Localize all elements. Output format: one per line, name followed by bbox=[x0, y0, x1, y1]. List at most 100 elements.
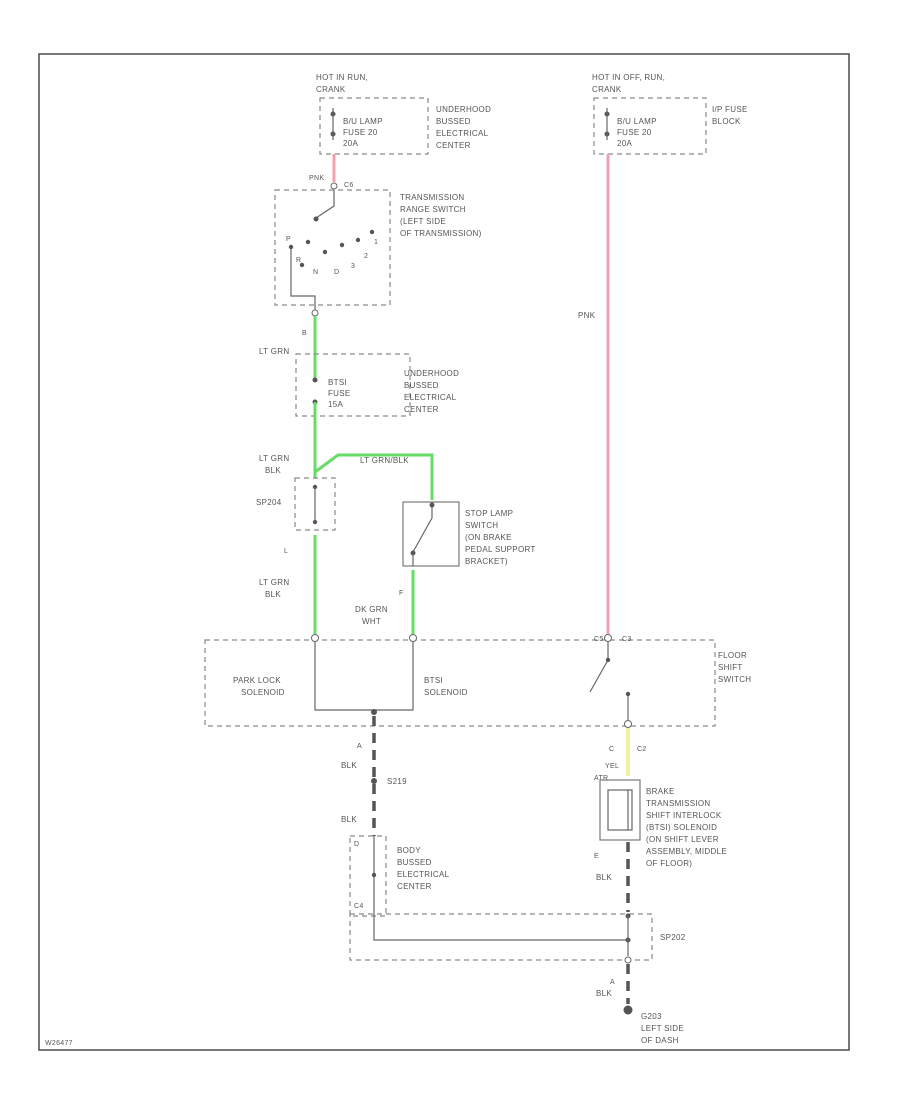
fuse-right-name: B/U LAMP bbox=[617, 117, 657, 126]
stop-lamp-label-5: BRACKET) bbox=[465, 557, 508, 566]
splice-sp202-wire bbox=[373, 912, 628, 941]
fuse-left-name2: FUSE 20 bbox=[343, 128, 378, 137]
btsi-fuse-loc-1: UNDERHOOD bbox=[404, 369, 459, 378]
stop-lamp-label-3: (ON BRAKE bbox=[465, 533, 512, 542]
pin-label-c3: C3 bbox=[622, 636, 632, 643]
interlock-label-7: OF FLOOR) bbox=[646, 859, 692, 868]
stop-lamp-contact bbox=[412, 507, 433, 553]
pin-label-f: F bbox=[399, 590, 404, 597]
pin-label-c-top: C6 bbox=[344, 182, 354, 189]
range-switch-wiper bbox=[315, 190, 335, 219]
wire-label-yel: YEL bbox=[605, 763, 619, 770]
diagram-frame bbox=[38, 53, 850, 1051]
wire-label-blk-4: BLK bbox=[596, 989, 612, 998]
wire-label-lt-grn-top: LT GRN/BLK bbox=[360, 456, 409, 465]
wire-label-lt-grn-1: LT GRN bbox=[259, 347, 289, 356]
floor-switch-terminal-top bbox=[604, 634, 612, 642]
pin-label-a: A bbox=[357, 743, 362, 750]
pin-label-e: E bbox=[594, 853, 599, 860]
park-lock-coil bbox=[314, 642, 414, 711]
wire-label-blk-1: BLK bbox=[341, 761, 357, 770]
floor-switch-label-3: SWITCH bbox=[718, 675, 751, 684]
fuse-right-amp: 20A bbox=[617, 139, 632, 148]
range-switch-label-2: RANGE SWITCH bbox=[400, 205, 466, 214]
pin-label-l: L bbox=[284, 548, 288, 555]
pin-label-c: C bbox=[609, 746, 614, 753]
btsi-fuse-loc-3: ELECTRICAL bbox=[404, 393, 457, 402]
range-switch-label-1: TRANSMISSION bbox=[400, 193, 465, 202]
park-lock-label-2: SOLENOID bbox=[241, 688, 285, 697]
ground-label-2: LEFT SIDE bbox=[641, 1024, 684, 1033]
btsi-fuse-name-2: FUSE bbox=[328, 389, 351, 398]
wire-green-branch bbox=[314, 453, 434, 500]
fuse-left-amp: 20A bbox=[343, 139, 358, 148]
splice-sp202-box bbox=[349, 913, 653, 961]
btsi-fuse-box bbox=[295, 353, 411, 417]
stop-lamp-label-2: SWITCH bbox=[465, 521, 498, 530]
park-lock-label-1: PARK LOCK bbox=[233, 676, 281, 685]
wire-label-dk-grn: DK GRN bbox=[355, 605, 388, 614]
floor-switch-open-contact bbox=[625, 691, 631, 697]
btsi-solenoid-label-1: BTSI bbox=[424, 676, 443, 685]
body-center-box bbox=[349, 835, 387, 917]
interlock-label-1: BRAKE bbox=[646, 787, 675, 796]
stop-lamp-switch-box bbox=[402, 501, 460, 567]
splice-sp204-box bbox=[294, 477, 336, 531]
body-center-dot bbox=[371, 872, 377, 878]
splice-s219-dot bbox=[371, 778, 377, 784]
interlock-label-5: (ON SHIFT LEVER bbox=[646, 835, 719, 844]
solenoid-module-box bbox=[204, 639, 716, 727]
interlock-label-3: SHIFT INTERLOCK bbox=[646, 811, 722, 820]
range-switch-output bbox=[290, 249, 316, 310]
fuse-left-loc-4: CENTER bbox=[436, 141, 471, 150]
fuse-right-loc-1: I/P FUSE bbox=[712, 105, 748, 114]
interlock-solenoid-coil bbox=[607, 789, 633, 831]
body-center-label-2: BUSSED bbox=[397, 858, 432, 867]
stop-lamp-terminal-top bbox=[429, 502, 435, 508]
range-switch-contacts bbox=[288, 229, 375, 268]
diagram-code: W26477 bbox=[45, 1040, 73, 1047]
btsi-fuse-loc-2: BUSSED bbox=[404, 381, 439, 390]
btsi-solenoid-label-2: SOLENOID bbox=[424, 688, 468, 697]
range-switch-box bbox=[274, 189, 391, 306]
splice-sp204-label: SP204 bbox=[256, 498, 282, 507]
wire-label-lt-grn-blk-2: LT GRN bbox=[259, 578, 289, 587]
range-pos-3: 3 bbox=[351, 263, 355, 270]
range-pos-d: D bbox=[334, 269, 339, 276]
splice-sp202-terminal bbox=[624, 956, 632, 964]
wire-label-lt-grn-blk-2b: BLK bbox=[265, 590, 281, 599]
fuse-left-loc-3: ELECTRICAL bbox=[436, 129, 489, 138]
ground-point bbox=[623, 1005, 633, 1015]
wire-label-pnk-right: PNK bbox=[578, 311, 596, 320]
range-pos-2: 2 bbox=[364, 253, 368, 260]
fuse-right-loc-2: BLOCK bbox=[712, 117, 741, 126]
btsi-fuse-terminal-top bbox=[312, 377, 318, 383]
body-center-label-1: BODY bbox=[397, 846, 421, 855]
btsi-fuse-name-1: BTSI bbox=[328, 378, 347, 387]
pin-label-c4: C4 bbox=[354, 903, 364, 910]
range-switch-pivot bbox=[313, 216, 319, 222]
fuse-left-hot: HOT IN RUN, bbox=[316, 73, 368, 82]
fuse-left-hot2: CRANK bbox=[316, 85, 346, 94]
range-switch-label-3: (LEFT SIDE bbox=[400, 217, 446, 226]
stop-lamp-label-1: STOP LAMP bbox=[465, 509, 513, 518]
interlock-label-6: ASSEMBLY, MIDDLE bbox=[646, 847, 727, 856]
btsi-fuse-name-3: 15A bbox=[328, 400, 343, 409]
wire-label-lt-grn-blk-1: LT GRN bbox=[259, 454, 289, 463]
wire-label-blk-3: BLK bbox=[596, 873, 612, 882]
splice-sp202-label: SP202 bbox=[660, 933, 686, 942]
btsi-fuse-loc-4: CENTER bbox=[404, 405, 439, 414]
range-pos-n: N bbox=[313, 269, 318, 276]
body-center-label-3: ELECTRICAL bbox=[397, 870, 450, 879]
fuse-left-name: B/U LAMP bbox=[343, 117, 383, 126]
pin-label-atr: ATR bbox=[594, 775, 608, 782]
wire-label-dk-grn-b: WHT bbox=[362, 617, 381, 626]
range-switch-label-4: OF TRANSMISSION) bbox=[400, 229, 482, 238]
fuse-right-hot2: CRANK bbox=[592, 85, 622, 94]
ground-label-1: G203 bbox=[641, 1012, 662, 1021]
wire-label-pnk-top: PNK bbox=[309, 175, 324, 182]
solenoid-ground-junction bbox=[371, 709, 377, 715]
floor-switch-pivot bbox=[605, 657, 611, 663]
body-center-label-4: CENTER bbox=[397, 882, 432, 891]
